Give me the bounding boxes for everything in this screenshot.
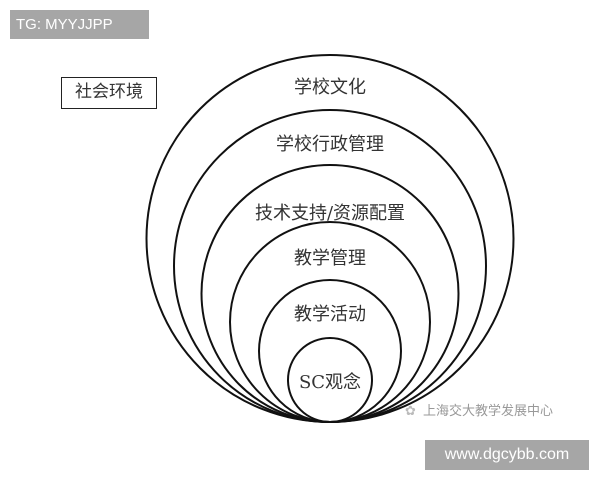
top-watermark: TG: MYYJJPP [10,10,149,39]
layer-label-teaching-mgmt: 教学管理 [294,248,366,269]
layer-label-sc-concept: SC观念 [298,372,362,393]
social-environment-label: 社会环境 [61,77,157,109]
layer-label-teaching-activity: 教学活动 [294,304,366,325]
source-watermark: ✿ 上海交大教学发展中心 [405,400,553,419]
layer-label-tech-support: 技术支持/资源配置 [254,203,406,224]
wechat-icon: ✿ [405,404,416,419]
layer-label-school-admin: 学校行政管理 [276,134,384,155]
source-watermark-text: 上海交大教学发展中心 [423,404,554,419]
site-watermark: www.dgcybb.com [425,440,589,470]
layer-label-school-culture: 学校文化 [294,77,366,98]
circle-sc-concept [287,337,373,423]
